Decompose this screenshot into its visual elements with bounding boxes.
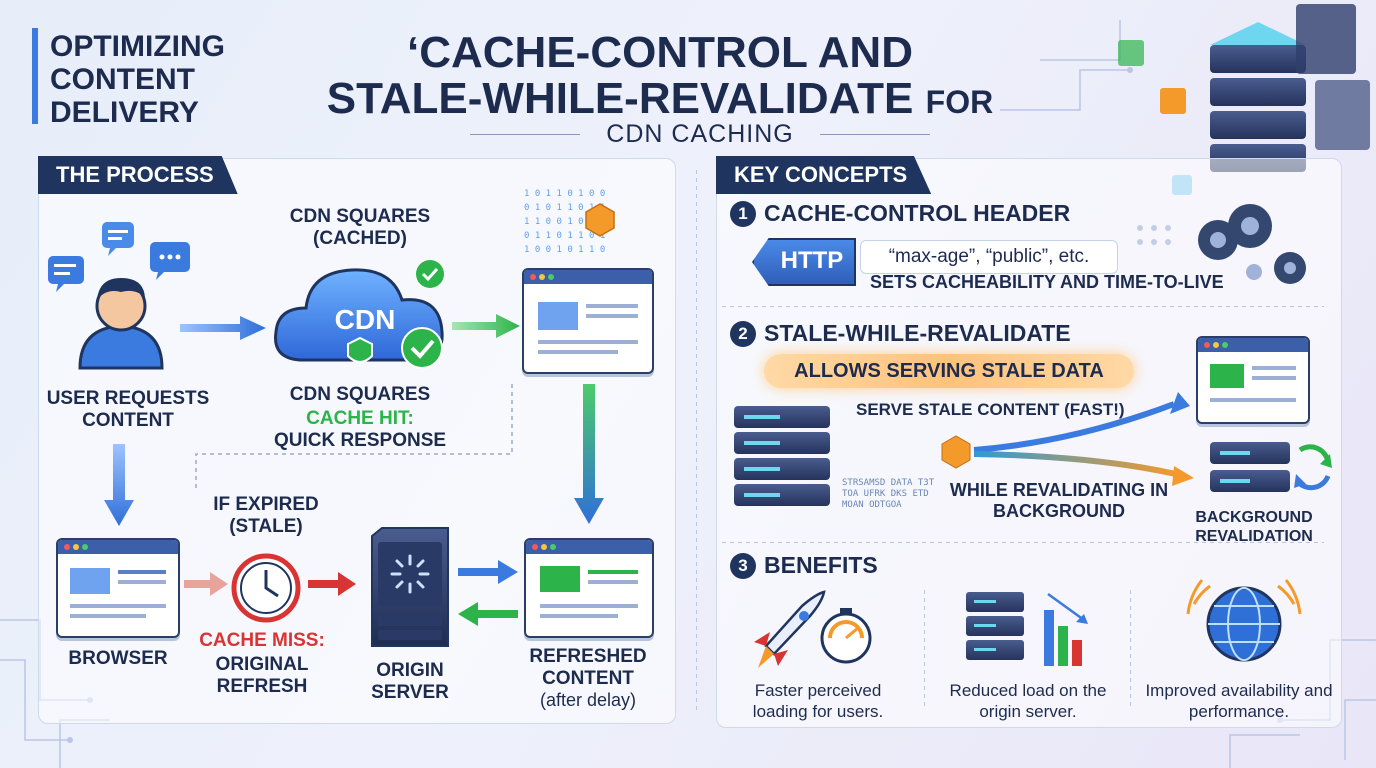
fresh-titlebar [1198,338,1308,352]
benefit-2-text: Reduced load on the origin server. [949,681,1107,721]
cdn-text: CDN [334,304,396,335]
title-for: FOR [925,84,994,120]
cdn-cloud-icon [274,260,444,369]
benefit-3-text: Improved availability and performance. [1145,681,1333,721]
serve-stale-label: SERVE STALE CONTENT (FAST!) [856,400,1125,419]
refreshed-content-label: REFRESHED CONTENT [529,646,647,689]
user-requests-label: USER REQUESTS CONTENT [46,388,210,431]
concept-2-title-text: STALE-WHILE-REVALIDATE [764,320,1071,346]
svg-text:1 1 0 0 1 0 1 0: 1 1 0 0 1 0 1 0 [524,217,605,227]
arrow-page-to-refreshed [574,384,604,524]
clock-icon [231,553,301,623]
browser-titlebar [58,540,178,554]
concepts-tab: KEY CONCEPTS [716,156,932,194]
arrows-origin-refreshed [458,560,518,626]
refreshed-window [524,538,654,638]
cdn-squares-label: CDN SQUARES [289,384,431,405]
cached-page-window [522,268,654,374]
browser-label: BROWSER [68,648,168,669]
title-line-2-text: STALE-WHILE-REVALIDATE [326,74,914,123]
cdn-cached-label: CDN SQUARES (CACHED) [289,206,431,249]
svg-text:1 0 1 1 0 1 0 0: 1 0 1 1 0 1 0 0 [524,189,605,199]
svg-text:0 1 0 1 1 0 1 1: 0 1 0 1 1 0 1 1 [524,203,605,213]
concept-2-title: 2 STALE-WHILE-REVALIDATE [730,320,1071,347]
http-tag-text: HTTP [780,247,844,274]
cache-hit-label: CACHE HIT: [306,408,414,429]
kicker-accent [32,28,38,124]
globe-icon [1186,579,1302,662]
gears-icon [1137,204,1306,284]
concept-3-title: 3 BENEFITS [730,552,878,579]
stale-flow-arrows [838,392,1194,486]
concept-3-number: 3 [730,552,756,579]
concept-1-number: 1 [730,200,756,227]
bg-revalidation-label: BACKGROUND REVALIDATION [1195,509,1313,545]
data-stream-icon: 1 0 1 1 0 1 0 0 0 1 0 1 1 0 1 1 1 1 0 0 1 … [524,189,615,255]
cache-miss-label: CACHE MISS: [199,630,325,651]
original-refresh-label: ORIGINAL REFRESH [215,654,309,697]
arrow-browser-to-clock [184,572,228,596]
concept-1-title: 1 CACHE-CONTROL HEADER [730,200,1070,227]
user-icon [48,222,190,370]
rocket-stopwatch-icon [754,590,872,668]
fresh-page-window [1196,336,1310,424]
concept-1-description: SETS CACHEABILITY AND TIME-TO-LIVE [870,272,1224,292]
browser-window [56,538,180,638]
subtitle-rule-left [470,134,580,135]
while-revalidating-label: WHILE REVALIDATING IN BACKGROUND [949,480,1169,521]
server-stack-icon [1118,4,1370,195]
concept-divider-2 [722,542,1324,543]
svg-text:1 0 0 1 0 1 1 0: 1 0 0 1 0 1 1 0 [524,245,605,255]
stale-server-icon [734,406,830,506]
http-tag [752,238,856,286]
origin-server-label: ORIGIN SERVER [371,660,449,703]
arrow-user-to-cdn [180,316,266,340]
server-bars-icon [966,592,1088,666]
title-line-2: STALE-WHILE-REVALIDATE FOR [270,76,1050,125]
stream-text: STRSAMSD DATA T3T TOA UFRK DKS ETD MOAN … [842,478,935,510]
after-delay-label: (after delay) [539,690,637,710]
directives-box: “max-age”, “public”, etc. [860,240,1118,274]
subtitle-rule-right [820,134,930,135]
arrow-user-to-browser [104,444,134,526]
concept-1-title-text: CACHE-CONTROL HEADER [764,200,1071,226]
stale-data-pill: ALLOWS SERVING STALE DATA [764,354,1134,388]
process-tab: THE PROCESS [38,156,238,194]
svg-text:0 1 1 0 1 1 0 1: 0 1 1 0 1 1 0 1 [524,231,605,241]
arrow-cdn-to-page [452,314,520,338]
panel-divider [696,170,697,710]
revalidation-server-icon [1210,442,1332,492]
title-line-1: ‘CACHE-CONTROL AND [407,28,913,77]
subtitle: CDN CACHING [606,120,794,148]
page-title: ‘CACHE-CONTROL AND STALE-WHILE-REVALIDAT… [270,30,1050,125]
dashed-connector [195,384,513,492]
refreshed-titlebar [526,540,652,554]
benefit-divider-2 [1130,590,1131,710]
concept-divider-1 [722,306,1324,307]
quick-response-label: QUICK RESPONSE [273,430,447,451]
benefit-1-text: Faster perceived loading for users. [752,681,884,721]
origin-server-icon [371,527,449,647]
kicker-text: OPTIMIZING CONTENT DELIVERY [50,30,225,129]
concept-2-number: 2 [730,320,756,347]
arrow-clock-to-origin [308,572,356,596]
benefit-divider-1 [924,590,925,710]
concept-3-title-text: BENEFITS [764,552,878,578]
page-image-block [538,302,578,330]
if-expired-label: IF EXPIRED (STALE) [213,494,319,537]
window-titlebar [524,270,652,284]
